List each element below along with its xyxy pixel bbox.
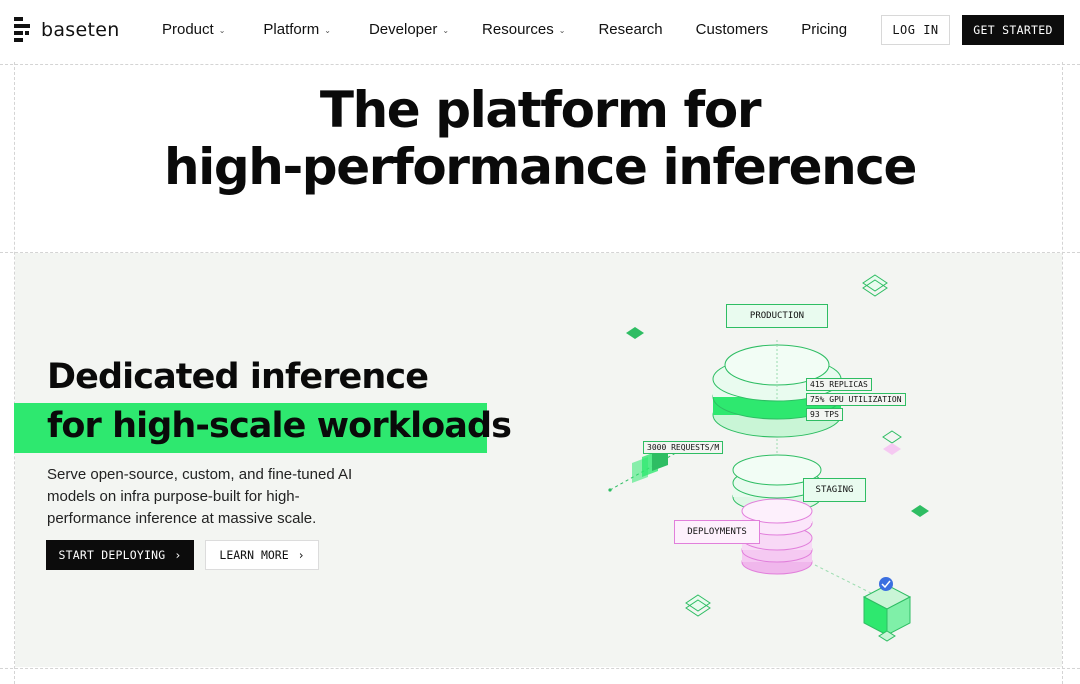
nav-item-developer[interactable]: Developer ⌄: [369, 21, 449, 38]
divider: [0, 252, 1080, 253]
top-nav: baseten Product ⌄ Platform ⌄ Developer ⌄ Re…: [0, 0, 1080, 62]
nav-item-label: Developer: [368, 21, 438, 38]
nav-item-label: Pricing: [801, 21, 848, 38]
nav-item-research[interactable]: Research: [598, 21, 662, 38]
nav-item-label: Customers: [695, 21, 769, 38]
gpu-utilization-stat-text: 75% GPU UTILIZATION: [810, 395, 902, 404]
brand-name: baseten: [41, 19, 120, 41]
chevron-right-icon: ›: [297, 548, 305, 562]
requests-stat-text: 3000 REQUESTS/M: [647, 443, 720, 452]
replicas-stat: 415 REPLICAS: [806, 378, 872, 391]
production-tag: PRODUCTION: [726, 304, 828, 328]
nav-item-customers[interactable]: Customers: [696, 21, 769, 38]
learn-more-button[interactable]: LEARN MORE ›: [205, 540, 319, 570]
chevron-down-icon: ⌄: [218, 26, 226, 35]
staging-label: STAGING: [815, 485, 854, 495]
learn-more-label: LEARN MORE: [219, 548, 289, 562]
nav-item-pricing[interactable]: Pricing: [801, 21, 847, 38]
page-frame: [14, 62, 1063, 684]
chevron-down-icon: ⌄: [324, 26, 331, 35]
staging-tag: STAGING: [803, 478, 866, 502]
hero-title-line-2: high-performance inference: [163, 138, 918, 196]
production-label: PRODUCTION: [749, 311, 805, 321]
section-description: Serve open-source, custom, and fine-tune…: [47, 466, 353, 527]
hero-title: The platform for high-performance infere…: [0, 82, 1080, 196]
nav-item-label: Product: [162, 21, 214, 38]
divider: [0, 668, 1080, 669]
start-deploying-button[interactable]: START DEPLOYING ›: [46, 540, 194, 570]
heading-highlight: [14, 403, 487, 453]
tps-stat: 93 TPS: [806, 408, 843, 421]
section-heading-line-2: for high-scale workloads: [47, 406, 512, 446]
baseten-logo-icon: [14, 17, 30, 42]
section-heading-line-1: Dedicated inference: [47, 357, 429, 397]
gpu-utilization-stat: 75% GPU UTILIZATION: [806, 393, 906, 406]
deployments-label: DEPLOYMENTS: [687, 527, 747, 537]
chevron-down-icon: ⌄: [558, 26, 566, 35]
nav-item-product[interactable]: Product ⌄: [162, 21, 225, 38]
nav-item-label: Platform: [263, 21, 320, 38]
nav-item-label: Resources: [482, 21, 554, 38]
hero-title-line-1: The platform for: [319, 81, 762, 139]
nav-item-platform[interactable]: Platform ⌄: [263, 21, 331, 38]
chevron-down-icon: ⌄: [442, 26, 450, 35]
main-menu: Product ⌄ Platform ⌄ Developer ⌄ Resources ⌄…: [162, 21, 847, 38]
nav-item-resources[interactable]: Resources ⌄: [482, 21, 565, 38]
start-deploying-label: START DEPLOYING: [58, 548, 166, 562]
tps-stat-text: 93 TPS: [810, 410, 839, 419]
deployments-tag: DEPLOYMENTS: [674, 520, 760, 544]
get-started-button[interactable]: GET STARTED: [962, 15, 1064, 45]
nav-item-label: Research: [598, 21, 663, 38]
requests-stat: 3000 REQUESTS/M: [643, 441, 724, 454]
login-button[interactable]: LOG IN: [881, 15, 950, 45]
replicas-stat-text: 415 REPLICAS: [810, 380, 868, 389]
divider: [0, 64, 1080, 65]
brand-logo[interactable]: baseten: [14, 17, 120, 43]
chevron-right-icon: ›: [174, 548, 182, 562]
